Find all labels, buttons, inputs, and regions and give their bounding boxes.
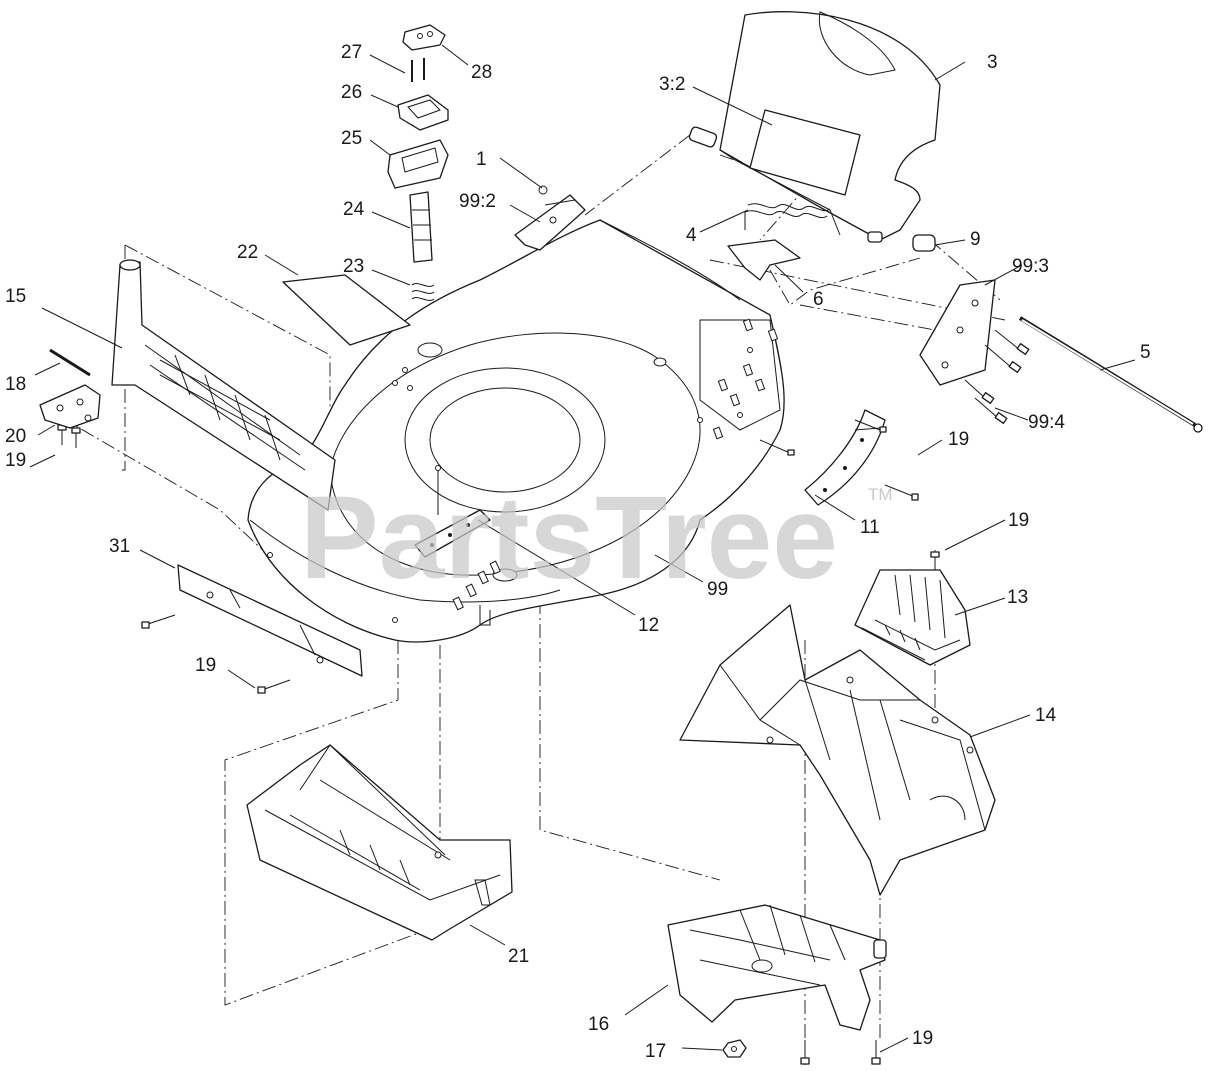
callout-21: 21: [508, 946, 529, 967]
part-15-height-adjuster: [111, 259, 336, 511]
part-20-plate: [39, 384, 101, 429]
part-28-knob-cap: [402, 24, 446, 51]
part-4-spring: [744, 203, 841, 236]
callout-20: 20: [5, 426, 26, 447]
callout-4: 4: [686, 225, 697, 246]
callout-17: 17: [645, 1041, 666, 1062]
callout-22: 22: [237, 242, 258, 263]
part-6-hinge: [727, 239, 801, 281]
callout-6: 6: [813, 289, 824, 310]
part-22-decal: [282, 274, 411, 346]
callout-27: 27: [341, 42, 362, 63]
callout-15: 15: [5, 286, 26, 307]
part-99-4-bolts: [964, 329, 1030, 424]
callout-9: 9: [970, 229, 981, 250]
part-27-pins: [411, 58, 425, 82]
part-17-nut: [722, 1039, 747, 1058]
part-18-pin: [49, 348, 91, 377]
part-99-3-bracket: [919, 279, 996, 386]
callout-16: 16: [588, 1014, 609, 1035]
part-99-2-bracket: [514, 185, 586, 251]
part-3-grass-bag: [688, 11, 941, 243]
watermark-text: PartsTree: [300, 472, 838, 604]
part-23-spring: [411, 283, 435, 301]
callout-19-bar: 19: [195, 655, 216, 676]
part-16-lower-chute: [667, 904, 887, 1031]
callout-18: 18: [5, 374, 26, 395]
callout-3: 3: [987, 52, 998, 73]
callout-1: 1: [476, 149, 487, 170]
part-19-screws: [57, 419, 940, 1065]
part-24-shaft: [409, 191, 433, 263]
callout-19-bottom: 19: [912, 1028, 933, 1049]
callout-5: 5: [1140, 342, 1151, 363]
callout-99: 99: [707, 579, 728, 600]
part-26-knob-ring: [397, 94, 449, 131]
part-13-discharge-flap: [854, 569, 971, 666]
callout-14: 14: [1035, 705, 1057, 726]
leader-lines: [29, 44, 1136, 1053]
callout-24: 24: [343, 199, 365, 220]
part-14-discharge-chute: [679, 604, 996, 896]
callout-26: 26: [341, 82, 362, 103]
part-9-bushing: [912, 234, 936, 252]
part-5-rod: [1018, 316, 1203, 433]
callout-19-flap: 19: [1008, 510, 1029, 531]
mower-deck: [247, 219, 785, 643]
callout-labels: 1 3 3:2 4 5 6 9 11 12 13 14 15 16 17 18 …: [5, 42, 1151, 1062]
part-31-front-bar: [177, 564, 363, 677]
part-12-plate: [414, 465, 491, 558]
callout-12: 12: [638, 615, 659, 636]
callout-11: 11: [860, 517, 880, 538]
part-21-rear-guard: [246, 744, 513, 941]
callout-99-4: 99:4: [1028, 412, 1065, 433]
callout-28: 28: [471, 62, 492, 83]
callout-19-right: 19: [948, 429, 969, 450]
callout-25: 25: [341, 128, 362, 149]
callout-3-2: 3:2: [659, 74, 685, 95]
callout-99-3: 99:3: [1012, 256, 1049, 277]
watermark-trademark: TM: [868, 485, 893, 504]
callout-13: 13: [1007, 587, 1028, 608]
callout-31: 31: [109, 536, 130, 557]
callout-23: 23: [343, 256, 364, 277]
part-25-knob-base: [387, 139, 449, 189]
callout-99-2: 99:2: [459, 191, 496, 212]
callout-19-left: 19: [5, 450, 26, 471]
